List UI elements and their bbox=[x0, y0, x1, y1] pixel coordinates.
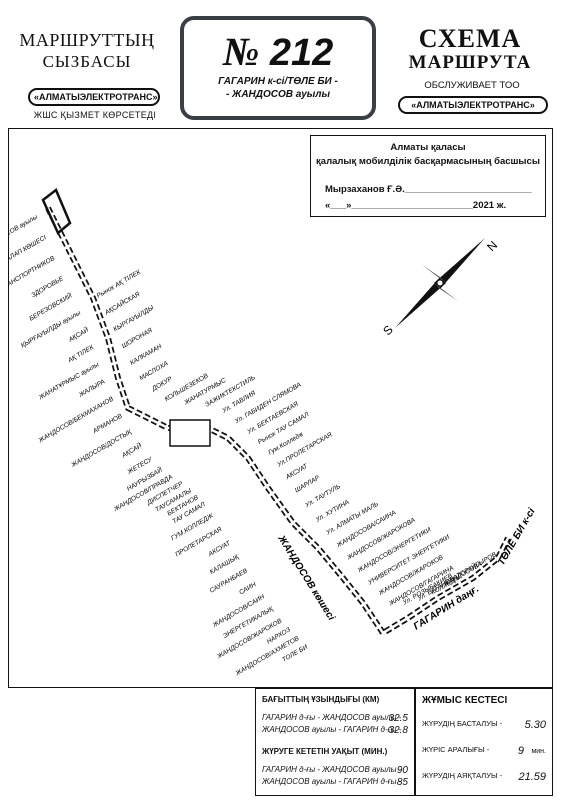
stop-label-left-3: ЗДОРОВЬЕ bbox=[30, 275, 65, 299]
route-number: № 212 bbox=[184, 28, 372, 75]
map-frame bbox=[8, 128, 553, 688]
schedule-start-label: ЖҮРУДІҢ БАСТАЛУЫ - bbox=[422, 719, 503, 728]
stop-label-right-4: КАЛКАМАН bbox=[129, 343, 163, 367]
stop-label-left-13: АҚСАЙ bbox=[119, 441, 143, 460]
approval-signer: Мырзаханов Ғ.Ә.________________________ bbox=[325, 184, 532, 195]
approval-date: «___»_______________________2021 ж. bbox=[325, 200, 507, 211]
stop-label-left-11: АРМАНОВ bbox=[91, 412, 124, 435]
stop-label-left-7: АҚ ТІЛЕК bbox=[66, 343, 96, 364]
distance-title: БАҒЫТТЫҢ ҰЗЫНДЫҒЫ (КМ) bbox=[262, 695, 380, 704]
schedule-box: ЖҰМЫС КЕСТЕСІ ЖҮРУДІҢ БАСТАЛУЫ - 5.30 ЖҮ… bbox=[415, 688, 553, 796]
approval-box: Алматы қаласы қалалық мобилділік басқарм… bbox=[310, 135, 546, 217]
approval-line2: қалалық мобилділік басқармасының басшысы bbox=[316, 156, 540, 167]
distance-row-1-label: ГАГАРИН д-ғы - ЖАНДОСОВ ауылы - bbox=[262, 713, 402, 722]
street-label-tole-bi: ТӨЛЕ БИ к-сі bbox=[496, 506, 538, 567]
stop-label-left-12: ЖАНДОСОВ/ДОСТЫҚ bbox=[69, 428, 133, 469]
stop-label-left-6: АҚСАЙ bbox=[66, 325, 90, 344]
route-number-value: 212 bbox=[269, 32, 334, 74]
schedule-end-value: 21.59 bbox=[518, 771, 546, 783]
distance-time-box: БАҒЫТТЫҢ ҰЗЫНДЫҒЫ (КМ) ГАГАРИН д-ғы - ЖА… bbox=[255, 688, 415, 796]
time-title: ЖҮРУГЕ КЕТЕТІН УАҚЫТ (МИН.) bbox=[262, 747, 388, 756]
stop-label-left-26: САИН bbox=[238, 581, 257, 596]
route-path-inner bbox=[46, 207, 510, 635]
operator-badge-right: «АЛМАТЫЭЛЕКТРОТРАНС» bbox=[398, 96, 548, 114]
stop-label-right-16: АКСУАТ bbox=[284, 462, 310, 481]
time-row-1-value: 90 bbox=[396, 765, 408, 776]
schedule-title: ЖҰМЫС КЕСТЕСІ bbox=[422, 695, 508, 706]
operator-caption-ru: ОБСЛУЖИВАЕТ ТОО bbox=[424, 80, 520, 91]
schedule-end: ЖҮРУДІҢ АЯҚТАЛУЫ - 21.59 bbox=[422, 771, 546, 783]
operator-caption-kz: ЖШС ҚЫЗМЕТ КӨРСЕТЕДІ bbox=[33, 110, 157, 120]
header-title-ru-line1: СХЕМА bbox=[418, 24, 522, 53]
schedule-interval-unit: мин. bbox=[531, 748, 546, 755]
time-row-1-label: ГАГАРИН д-ғы - ЖАНДОСОВ ауылы - bbox=[262, 765, 402, 774]
route-name-line1: ГАГАРИН к-сі/ТӨЛЕ БИ - bbox=[218, 76, 338, 87]
stop-label-right-3: ШОРОНАЯ bbox=[121, 327, 154, 350]
route-number-symbol: № bbox=[222, 29, 260, 74]
stop-label-right-6: ДОКУР bbox=[150, 375, 174, 393]
route-terminus-start bbox=[41, 188, 72, 236]
header-title-kz-line2: СЫЗБАСЫ bbox=[42, 52, 132, 71]
distance-row-2-label: ЖАНДОСОВ ауылы - ГАГАРИН д-ғы - bbox=[262, 725, 402, 734]
stop-label-left-8: ЖАНАТҰРМЫС ауылы bbox=[37, 361, 101, 402]
depot-building bbox=[169, 419, 211, 447]
schedule-interval: ЖҮРІС АРАЛЫҒЫ - 9 мин. bbox=[422, 745, 546, 757]
time-row-1: ГАГАРИН д-ғы - ЖАНДОСОВ ауылы - 90 bbox=[262, 765, 408, 776]
schedule-interval-label: ЖҮРІС АРАЛЫҒЫ - bbox=[422, 745, 490, 754]
operator-badge-left: «АЛМАТЫЭЛЕКТРОТРАНС» bbox=[28, 88, 160, 106]
stop-label-left-10: ЖАНДОСОВ/БЕКМАХАНОВ bbox=[37, 395, 116, 445]
distance-row-2: ЖАНДОСОВ ауылы - ГАГАРИН д-ғы - 32.8 bbox=[262, 725, 408, 736]
approval-line1: Алматы қаласы bbox=[390, 142, 466, 153]
stop-label-right-17: ШАРЛАР bbox=[294, 474, 322, 494]
header-title-kz-line1: МАРШРУТТЫҢ bbox=[19, 30, 155, 50]
distance-row-2-value: 32.8 bbox=[388, 725, 408, 736]
schedule-end-label: ЖҮРУДІҢ АЯҚТАЛУЫ - bbox=[422, 771, 503, 780]
time-row-2-label: ЖАНДОСОВ ауылы - ГАГАРИН д-ғы - bbox=[262, 777, 402, 786]
schedule-start-value: 5.30 bbox=[524, 719, 546, 731]
route-map: S N ЖАНДОСОВ көшесі ГАГАРИН даңғ. ТӨЛЕ Б… bbox=[8, 188, 538, 678]
schedule-start: ЖҮРУДІҢ БАСТАЛУЫ - 5.30 bbox=[422, 719, 546, 731]
distance-row-1-value: 32.5 bbox=[388, 713, 408, 724]
header-title-ru-line2: МАРШРУТА bbox=[408, 52, 532, 73]
stop-label-left-23: АКСУАТ bbox=[207, 539, 233, 558]
compass-south-label: S bbox=[380, 323, 396, 339]
route-name-line2: - ЖАНДОСОВ ауылы bbox=[225, 89, 331, 100]
schedule-interval-value: 9 bbox=[517, 745, 524, 757]
compass-north-label: N bbox=[484, 238, 500, 254]
time-row-2: ЖАНДОСОВ ауылы - ГАГАРИН д-ғы - 85 bbox=[262, 777, 408, 788]
route-number-box: № 212 ГАГАРИН к-сі/ТӨЛЕ БИ - - ЖАНДОСОВ … bbox=[180, 16, 376, 120]
street-label-zhandosov: ЖАНДОСОВ көшесі bbox=[275, 533, 337, 623]
compass-rose-icon bbox=[395, 238, 485, 328]
stop-label-left-9: ЖАЛЫРА bbox=[77, 378, 106, 399]
distance-row-1: ГАГАРИН д-ғы - ЖАНДОСОВ ауылы - 32.5 bbox=[262, 713, 408, 724]
time-row-2-value: 85 bbox=[396, 777, 408, 788]
